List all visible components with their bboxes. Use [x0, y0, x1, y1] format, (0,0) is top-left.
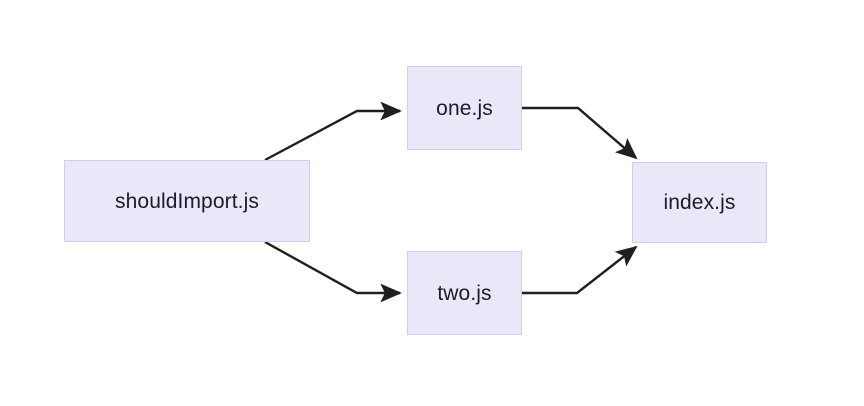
edge-shouldimport-to-one: [264, 101, 402, 162]
node-one-js[interactable]: one.js: [407, 66, 522, 150]
edge-one-to-index: [522, 106, 638, 160]
node-index-js[interactable]: index.js: [632, 162, 767, 243]
edge-two-to-index: [522, 245, 638, 295]
node-shouldimport-js[interactable]: shouldImport.js: [64, 160, 310, 242]
node-label: index.js: [663, 191, 736, 214]
node-label: one.js: [436, 96, 493, 120]
node-two-js[interactable]: two.js: [407, 251, 522, 335]
node-label: shouldImport.js: [115, 189, 259, 213]
node-label: two.js: [437, 281, 492, 305]
edge-shouldimport-to-two: [264, 240, 402, 303]
